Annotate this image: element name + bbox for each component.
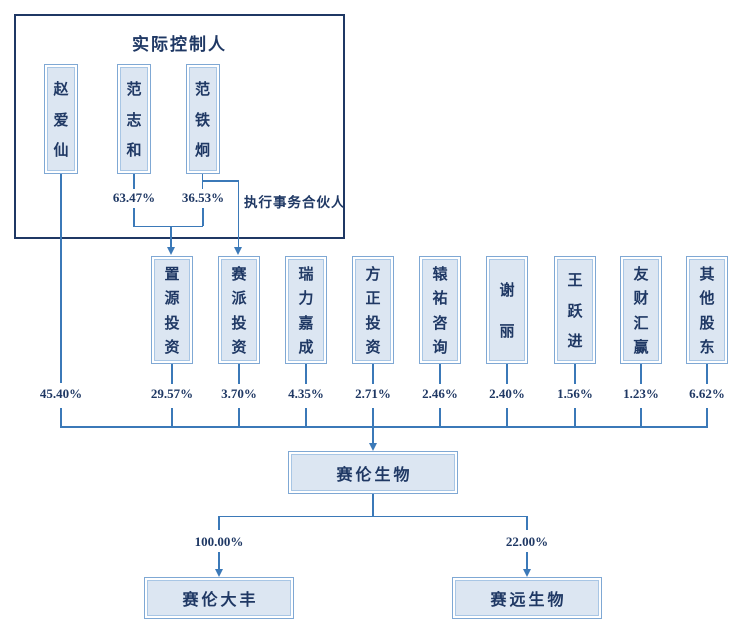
- node-other-shareholders: 其他股东: [686, 256, 728, 364]
- connector-line: [439, 364, 441, 384]
- stake-label: 2.40%: [489, 386, 525, 401]
- connector-line: [640, 408, 642, 427]
- connector-line: [372, 408, 374, 427]
- arrowhead: [368, 443, 377, 451]
- connector-line: [218, 516, 220, 530]
- connector-line: [305, 364, 307, 384]
- connector-line: [133, 174, 135, 189]
- node-yuanyou-zixun: 辕祐咨询: [419, 256, 461, 364]
- stake-label: 1.23%: [623, 386, 659, 401]
- node-youcai-huiying: 友财汇赢: [620, 256, 662, 364]
- connector-line: [372, 427, 374, 443]
- stake-label: 4.35%: [288, 386, 324, 401]
- node-zhiyuan-touzi: 置源投资: [151, 256, 193, 364]
- connector-line: [706, 364, 708, 384]
- stake-label: 2.46%: [422, 386, 458, 401]
- connector-line: [218, 515, 528, 517]
- connector-line: [372, 364, 374, 384]
- connector-line: [640, 364, 642, 384]
- arrowhead: [214, 569, 223, 577]
- node-label: 瑞力嘉成: [298, 267, 314, 356]
- node-label: 辕祐咨询: [432, 267, 448, 356]
- connector-line: [238, 408, 240, 427]
- node-label: 赛伦生物: [336, 466, 413, 484]
- node-label: 范志和: [126, 81, 142, 160]
- node-saiyuan-shengwu: 赛远生物: [452, 577, 602, 619]
- connector-line: [526, 516, 528, 530]
- connector-line: [706, 408, 708, 427]
- node-xie-li: 谢丽: [486, 256, 528, 364]
- connector-line: [202, 180, 239, 182]
- connector-line: [237, 181, 240, 247]
- arrowhead: [234, 247, 242, 255]
- connector-line: [506, 364, 508, 384]
- stake-label-zhao-aixian: 45.40%: [39, 386, 83, 401]
- arrowhead: [522, 569, 531, 577]
- stake-label-fan-zhihe: 63.47%: [112, 190, 156, 205]
- node-fan-tiejiong: 范铁炯: [185, 64, 220, 174]
- node-label: 赛派投资: [231, 267, 247, 356]
- controller-group-frame: [14, 14, 345, 239]
- connector-line: [305, 408, 307, 427]
- node-ruili-jiacheng: 瑞力嘉成: [285, 256, 327, 364]
- stake-label: 6.62%: [689, 386, 725, 401]
- node-label: 赛远生物: [490, 592, 567, 609]
- node-zhao-aixian: 赵爱仙: [44, 64, 78, 174]
- connector-line: [526, 552, 528, 569]
- arrowhead: [166, 247, 175, 255]
- connector-line: [171, 364, 173, 384]
- stake-label-saiyuan-shengwu: 22.00%: [505, 534, 549, 549]
- stake-label-fan-tiejiong: 36.53%: [181, 190, 225, 205]
- connector-line: [238, 364, 240, 384]
- node-label: 置源投资: [164, 267, 180, 356]
- node-label: 赵爱仙: [53, 81, 69, 160]
- stake-label: 3.70%: [221, 386, 257, 401]
- connector-line: [133, 225, 204, 227]
- node-label: 范铁炯: [194, 81, 210, 160]
- node-label: 谢丽: [499, 283, 515, 340]
- node-sailun-dafeng: 赛伦大丰: [144, 577, 294, 619]
- stake-label: 1.56%: [557, 386, 593, 401]
- connector-line: [439, 408, 441, 427]
- node-label: 友财汇赢: [633, 267, 649, 356]
- connector-line: [171, 408, 173, 427]
- node-fan-zhihe: 范志和: [117, 64, 151, 174]
- executive-partner-label: 执行事务合伙人: [244, 195, 346, 210]
- node-saipai-touzi: 赛派投资: [218, 256, 260, 364]
- node-sailun-shengwu: 赛伦生物: [288, 451, 458, 494]
- connector-bus-line: [60, 426, 708, 428]
- node-label: 赛伦大丰: [182, 592, 259, 609]
- node-fangzheng-touzi: 方正投资: [352, 256, 394, 364]
- connector-line: [170, 226, 172, 247]
- connector-line: [574, 364, 576, 384]
- connector-line: [60, 174, 62, 383]
- connector-line: [218, 552, 220, 569]
- connector-line: [60, 408, 62, 427]
- connector-line: [506, 408, 508, 427]
- node-wang-yuejin: 王跃进: [554, 256, 596, 364]
- stake-label: 2.71%: [355, 386, 391, 401]
- connector-line: [133, 208, 135, 226]
- node-label: 王跃进: [567, 273, 583, 350]
- node-label: 方正投资: [365, 267, 381, 356]
- connector-line: [372, 494, 374, 516]
- node-label: 其他股东: [699, 267, 715, 356]
- stake-label: 29.57%: [150, 386, 194, 401]
- connector-line: [202, 208, 204, 226]
- stake-label-sailun-dafeng: 100.00%: [194, 534, 244, 549]
- connector-line: [574, 408, 576, 427]
- controller-group-title: 实际控制人: [132, 35, 227, 54]
